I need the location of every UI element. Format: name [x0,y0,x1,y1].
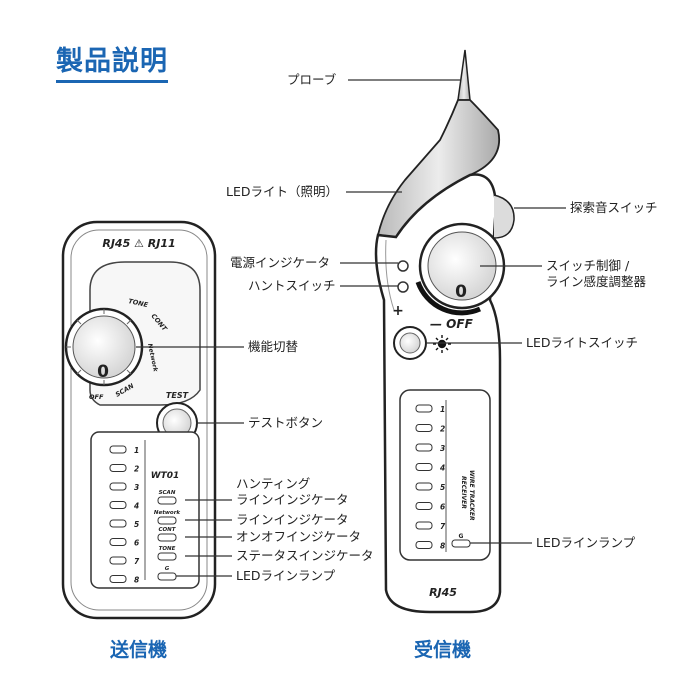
receiver-dial-value: 0 [455,282,467,302]
label-test-button: テストボタン [248,415,324,430]
indicator-led [157,516,177,525]
search-tone-switch[interactable] [493,194,515,239]
receiver-led-list: 1 2 3 4 5 6 7 8 [415,404,446,551]
transmitter-led-number: 2 [134,465,139,474]
label-line-indicator: ラインインジケータ [236,512,349,527]
receiver-led [415,482,433,491]
receiver-caption: 受信機 [414,639,472,661]
transmitter-led-number: 3 [134,483,139,492]
receiver-brand-2: RECEIVER [460,476,467,509]
minus-off-mark: — OFF [430,317,474,331]
indicator-label: CONT [158,527,176,533]
transmitter-led-number: 6 [134,539,139,548]
receiver-brand-1: WIRE TRACKER [468,470,475,521]
receiver-led-number: 4 [440,464,445,473]
transmitter-led-number: 7 [134,557,140,566]
leader-lines [136,79,566,577]
label-search-tone-switch: 探索音スイッチ [570,200,658,215]
transmitter-top-label: RJ45 ⚠ RJ11 [102,237,175,250]
receiver-led [415,541,433,549]
transmitter-model: WT01 [151,471,180,481]
transmitter-led [109,519,127,528]
transmitter-led [109,556,127,565]
receiver-led [415,521,433,530]
probe-tip [457,49,471,101]
receiver-led-number: 6 [440,503,445,512]
receiver-led-number: 8 [440,542,445,551]
sun-icon [433,335,451,353]
indicator-label: TONE [159,546,176,552]
transmitter-led [109,464,127,472]
label-hunting-2: ラインインジケータ [236,492,349,507]
receiver-g-label: G [459,533,464,540]
transmitter-led [109,575,127,583]
receiver-led-number: 5 [440,483,445,492]
label-power-indicator: 電源インジケータ [230,255,331,270]
indicator-led [157,496,177,505]
label-led-light: LEDライト（照明） [226,184,338,199]
receiver-led-number: 1 [440,405,445,414]
transmitter-dial-value: 0 [97,362,109,382]
receiver-led-number: 3 [440,444,445,453]
indicator-led [157,572,177,581]
transmitter-led-number: 8 [134,576,139,585]
transmitter-led-number: 4 [134,502,139,511]
receiver-led-number: 7 [440,522,446,531]
receiver-g-led [451,539,471,548]
indicator-led [157,533,177,542]
receiver-led-number: 2 [440,425,445,434]
transmitter-led-number: 1 [134,446,139,455]
transmitter: RJ45 ⚠ RJ11 0 TONE CONT Network SCAN OFF… [61,220,217,620]
label-hunting-1: ハンティング [236,476,311,491]
indicator-label: G [165,566,170,572]
label-switch-control-1: スイッチ制御 / [546,258,630,273]
plus-mark: + [392,303,404,319]
transmitter-led [109,445,127,454]
label-tx-led-lamp: LEDラインランプ [236,568,336,583]
receiver-led [415,502,433,510]
transmitter-led-list: 1 2 3 4 5 6 7 8 [109,445,140,585]
receiver-led [415,463,433,471]
label-hunt-switch: ハントスイッチ [248,278,336,293]
hunt-switch[interactable] [397,281,409,293]
transmitter-led [109,482,127,491]
transmitter-led [109,501,127,509]
transmitter-led-number: 5 [134,520,139,529]
test-label: TEST [166,391,189,400]
receiver-led [415,443,433,452]
indicator-label: SCAN [159,490,176,496]
label-onoff-indicator: オンオフインジケータ [236,529,362,544]
label-mode-switch: 機能切替 [248,339,299,354]
receiver-bottom-label: RJ45 [429,586,457,599]
indicator-label: Network [154,510,181,516]
receiver-led [415,404,433,413]
label-probe: プローブ [287,72,337,87]
label-status-indicator: ステータスインジケータ [236,548,374,563]
label-rx-led-lamp: LEDラインランプ [536,535,636,550]
transmitter-led [109,538,127,546]
transmitter-caption: 送信機 [110,639,168,661]
page-title: 製品説明 [56,46,168,83]
label-led-light-switch: LEDライトスイッチ [526,335,638,350]
receiver-led-panel [399,389,491,561]
receiver-led [415,424,433,432]
dial-mode-off: OFF [89,393,104,401]
power-indicator [397,260,409,272]
indicator-led [157,552,177,561]
label-switch-control-2: ライン感度調整器 [546,274,647,289]
